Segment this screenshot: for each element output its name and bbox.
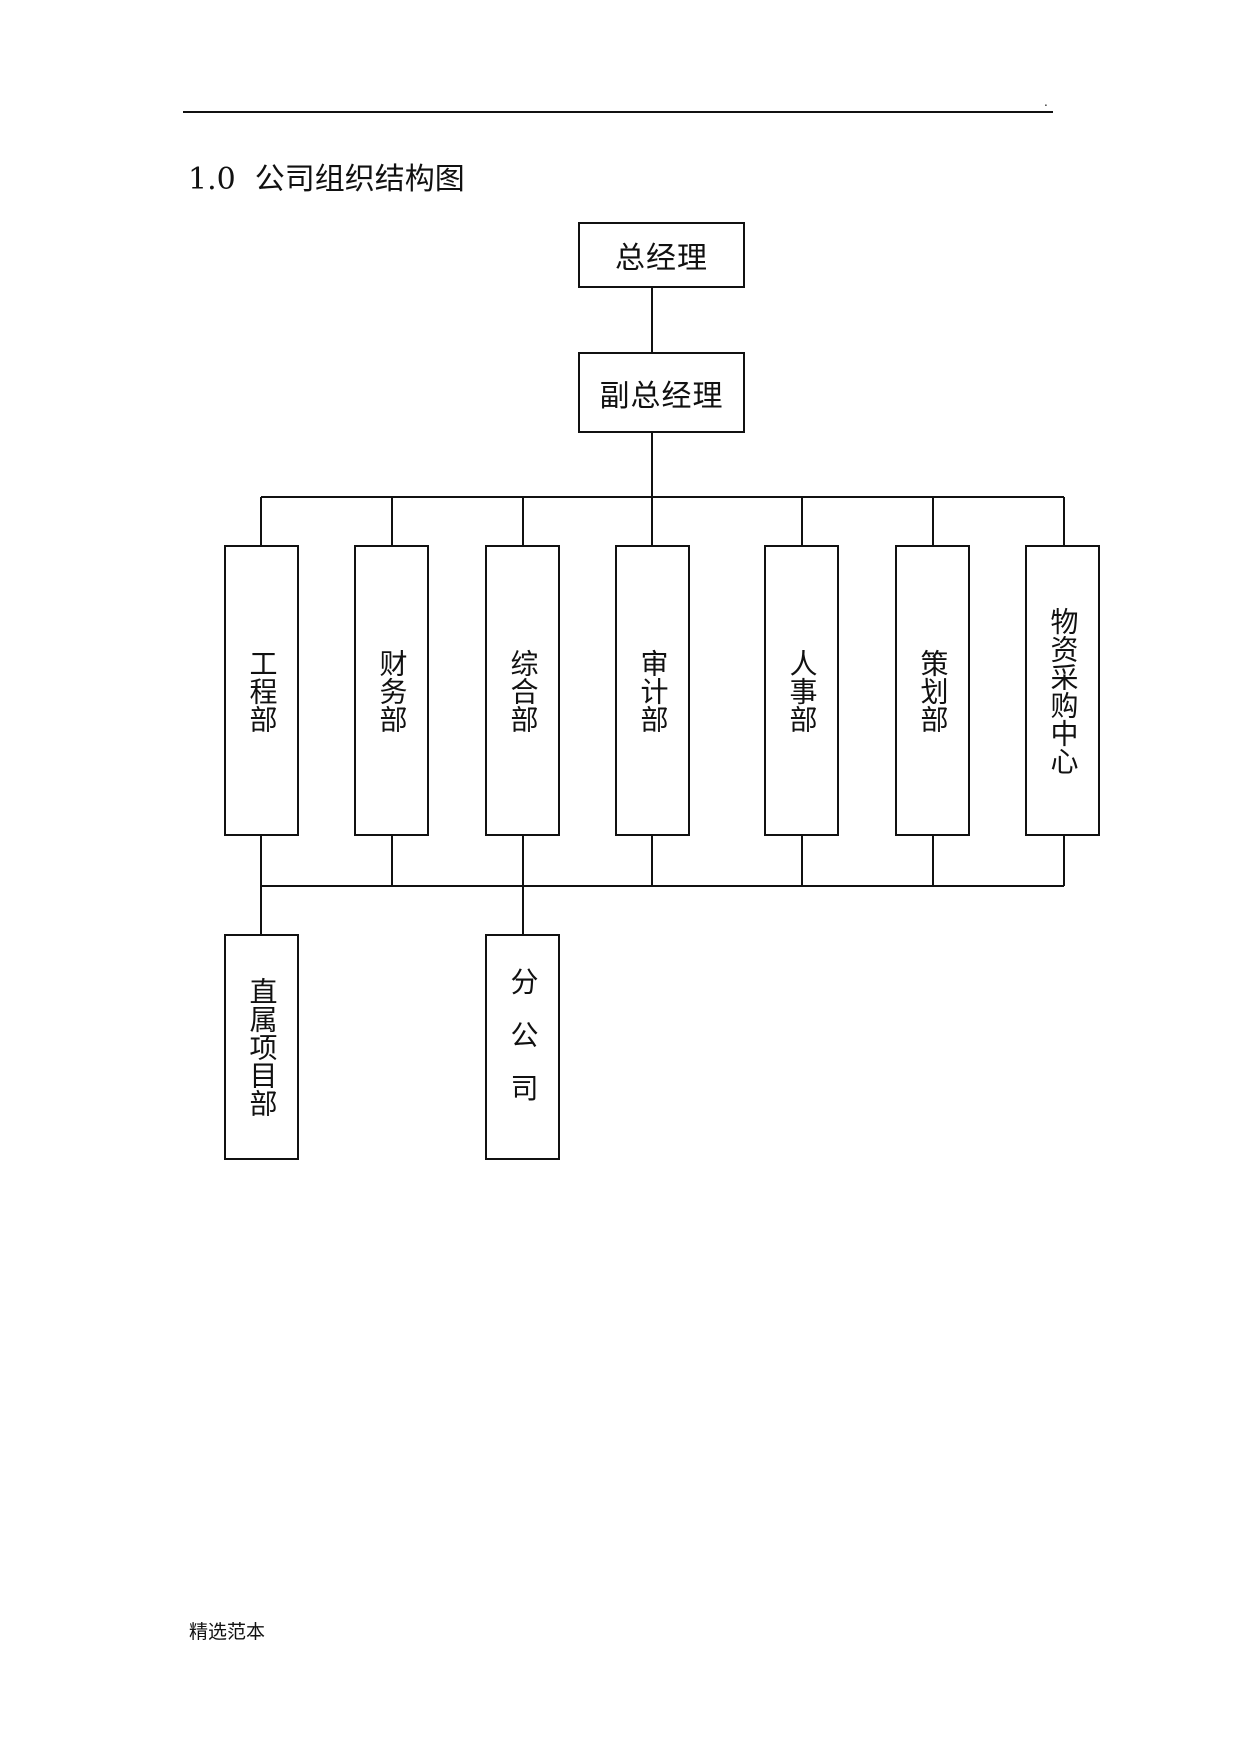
org-node-direct-projects-label: 直属项目部 bbox=[245, 977, 279, 1117]
org-node-audit: 审计部 bbox=[615, 545, 690, 836]
org-node-planning-label: 策划部 bbox=[916, 648, 950, 733]
org-node-general-affairs: 综合部 bbox=[485, 545, 560, 836]
org-node-finance-label: 财务部 bbox=[375, 648, 409, 733]
org-node-branch-company-label: 分公司 bbox=[506, 967, 540, 1127]
org-node-direct-projects: 直属项目部 bbox=[224, 934, 299, 1160]
org-node-engineering: 工程部 bbox=[224, 545, 299, 836]
org-node-general-manager: 总经理 bbox=[578, 222, 745, 288]
org-node-procurement-center: 物资采购中心 bbox=[1025, 545, 1100, 836]
org-node-deputy-general-manager: 副总经理 bbox=[578, 352, 745, 433]
org-node-hr: 人事部 bbox=[764, 545, 839, 836]
org-node-engineering-label: 工程部 bbox=[245, 648, 279, 733]
section-title: 1.0 公司组织结构图 bbox=[188, 162, 465, 197]
org-node-finance: 财务部 bbox=[354, 545, 429, 836]
org-node-procurement-center-label: 物资采购中心 bbox=[1046, 606, 1080, 775]
org-node-hr-label: 人事部 bbox=[785, 648, 819, 733]
header-rule bbox=[183, 111, 1053, 113]
org-node-general-affairs-label: 综合部 bbox=[506, 648, 540, 733]
org-node-audit-label: 审计部 bbox=[636, 648, 670, 733]
org-node-planning: 策划部 bbox=[895, 545, 970, 836]
header-mark: . bbox=[1044, 95, 1048, 109]
org-node-branch-company: 分公司 bbox=[485, 934, 560, 1160]
footer-text: 精选范本 bbox=[189, 1621, 266, 1643]
